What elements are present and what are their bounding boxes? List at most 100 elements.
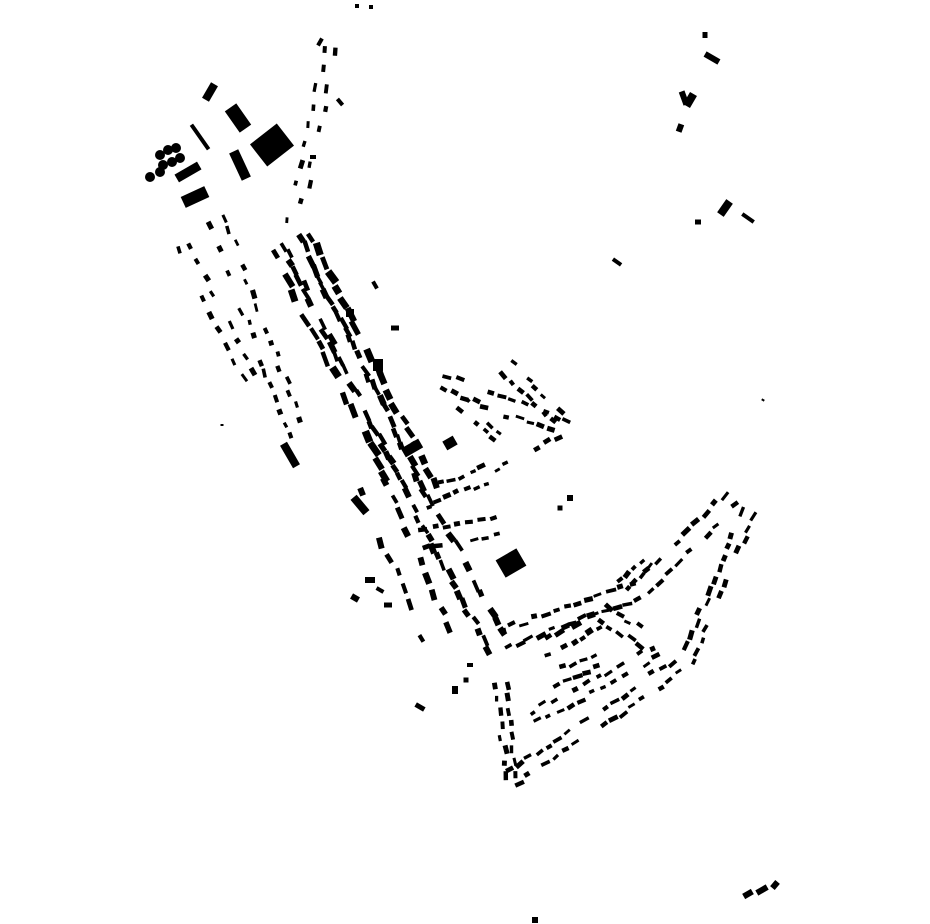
- building: [363, 347, 376, 364]
- building: [507, 397, 517, 403]
- building: [516, 386, 525, 395]
- buildings-layer: [145, 4, 780, 923]
- building: [570, 738, 580, 746]
- building: [457, 474, 466, 481]
- building: [290, 265, 299, 277]
- building: [618, 710, 629, 719]
- building: [307, 161, 312, 169]
- building: [400, 414, 410, 426]
- building: [216, 244, 224, 253]
- building: [453, 520, 461, 527]
- building: [347, 402, 359, 419]
- building: [369, 5, 373, 9]
- building: [508, 379, 516, 387]
- building: [299, 313, 312, 328]
- silo-building: [171, 143, 181, 153]
- building: [413, 514, 421, 524]
- building: [432, 523, 439, 529]
- building: [674, 558, 684, 568]
- building: [483, 481, 490, 487]
- building: [675, 123, 685, 133]
- building: [599, 720, 609, 729]
- building: [186, 242, 193, 250]
- building: [595, 625, 603, 632]
- building: [498, 370, 508, 381]
- building: [588, 688, 595, 695]
- building: [512, 757, 518, 767]
- building: [481, 535, 489, 541]
- building: [477, 516, 486, 522]
- building: [282, 421, 289, 429]
- building: [306, 121, 310, 129]
- building: [363, 372, 371, 384]
- building: [323, 84, 329, 94]
- building: [561, 417, 571, 425]
- silo-building: [163, 145, 173, 155]
- building: [455, 375, 466, 383]
- building: [214, 325, 223, 334]
- building: [646, 562, 654, 570]
- building: [221, 214, 228, 224]
- building: [724, 542, 732, 550]
- building: [550, 697, 559, 705]
- building: [687, 629, 695, 641]
- building: [438, 605, 448, 616]
- building: [472, 396, 482, 405]
- building: [622, 569, 632, 580]
- building: [532, 716, 542, 723]
- building: [487, 606, 499, 620]
- building: [362, 409, 372, 423]
- building: [319, 256, 330, 271]
- building: [615, 630, 624, 639]
- building: [553, 414, 562, 422]
- building: [744, 525, 751, 534]
- building: [326, 332, 338, 346]
- building: [702, 32, 708, 38]
- building: [570, 638, 579, 647]
- silo-building: [175, 153, 185, 163]
- building: [399, 479, 409, 490]
- building: [544, 713, 551, 720]
- building: [502, 414, 510, 420]
- building: [355, 4, 359, 8]
- building: [522, 634, 534, 643]
- building: [502, 744, 510, 755]
- building: [733, 544, 742, 555]
- building: [325, 295, 335, 307]
- building: [596, 617, 606, 626]
- building: [593, 592, 602, 598]
- building: [407, 454, 419, 468]
- building: [332, 47, 338, 56]
- building: [567, 495, 573, 501]
- building: [542, 436, 552, 445]
- building: [572, 672, 584, 681]
- building: [473, 485, 481, 492]
- building: [654, 557, 663, 566]
- building: [474, 627, 483, 637]
- building: [520, 399, 530, 407]
- building: [761, 398, 765, 402]
- building: [571, 685, 579, 694]
- building: [270, 248, 281, 260]
- building: [566, 702, 576, 711]
- building: [530, 400, 538, 409]
- building: [388, 401, 400, 415]
- building: [433, 551, 442, 561]
- building: [442, 435, 458, 451]
- building: [425, 532, 435, 543]
- building: [385, 454, 397, 466]
- building: [716, 590, 724, 600]
- building: [338, 316, 350, 331]
- building: [400, 438, 424, 458]
- building: [261, 368, 267, 378]
- building: [301, 140, 307, 148]
- building: [426, 504, 433, 510]
- building: [401, 486, 412, 499]
- building: [348, 319, 361, 336]
- building: [384, 602, 392, 608]
- building: [717, 199, 733, 217]
- building: [562, 677, 572, 683]
- building: [494, 695, 499, 702]
- building: [339, 391, 350, 406]
- building: [372, 386, 381, 396]
